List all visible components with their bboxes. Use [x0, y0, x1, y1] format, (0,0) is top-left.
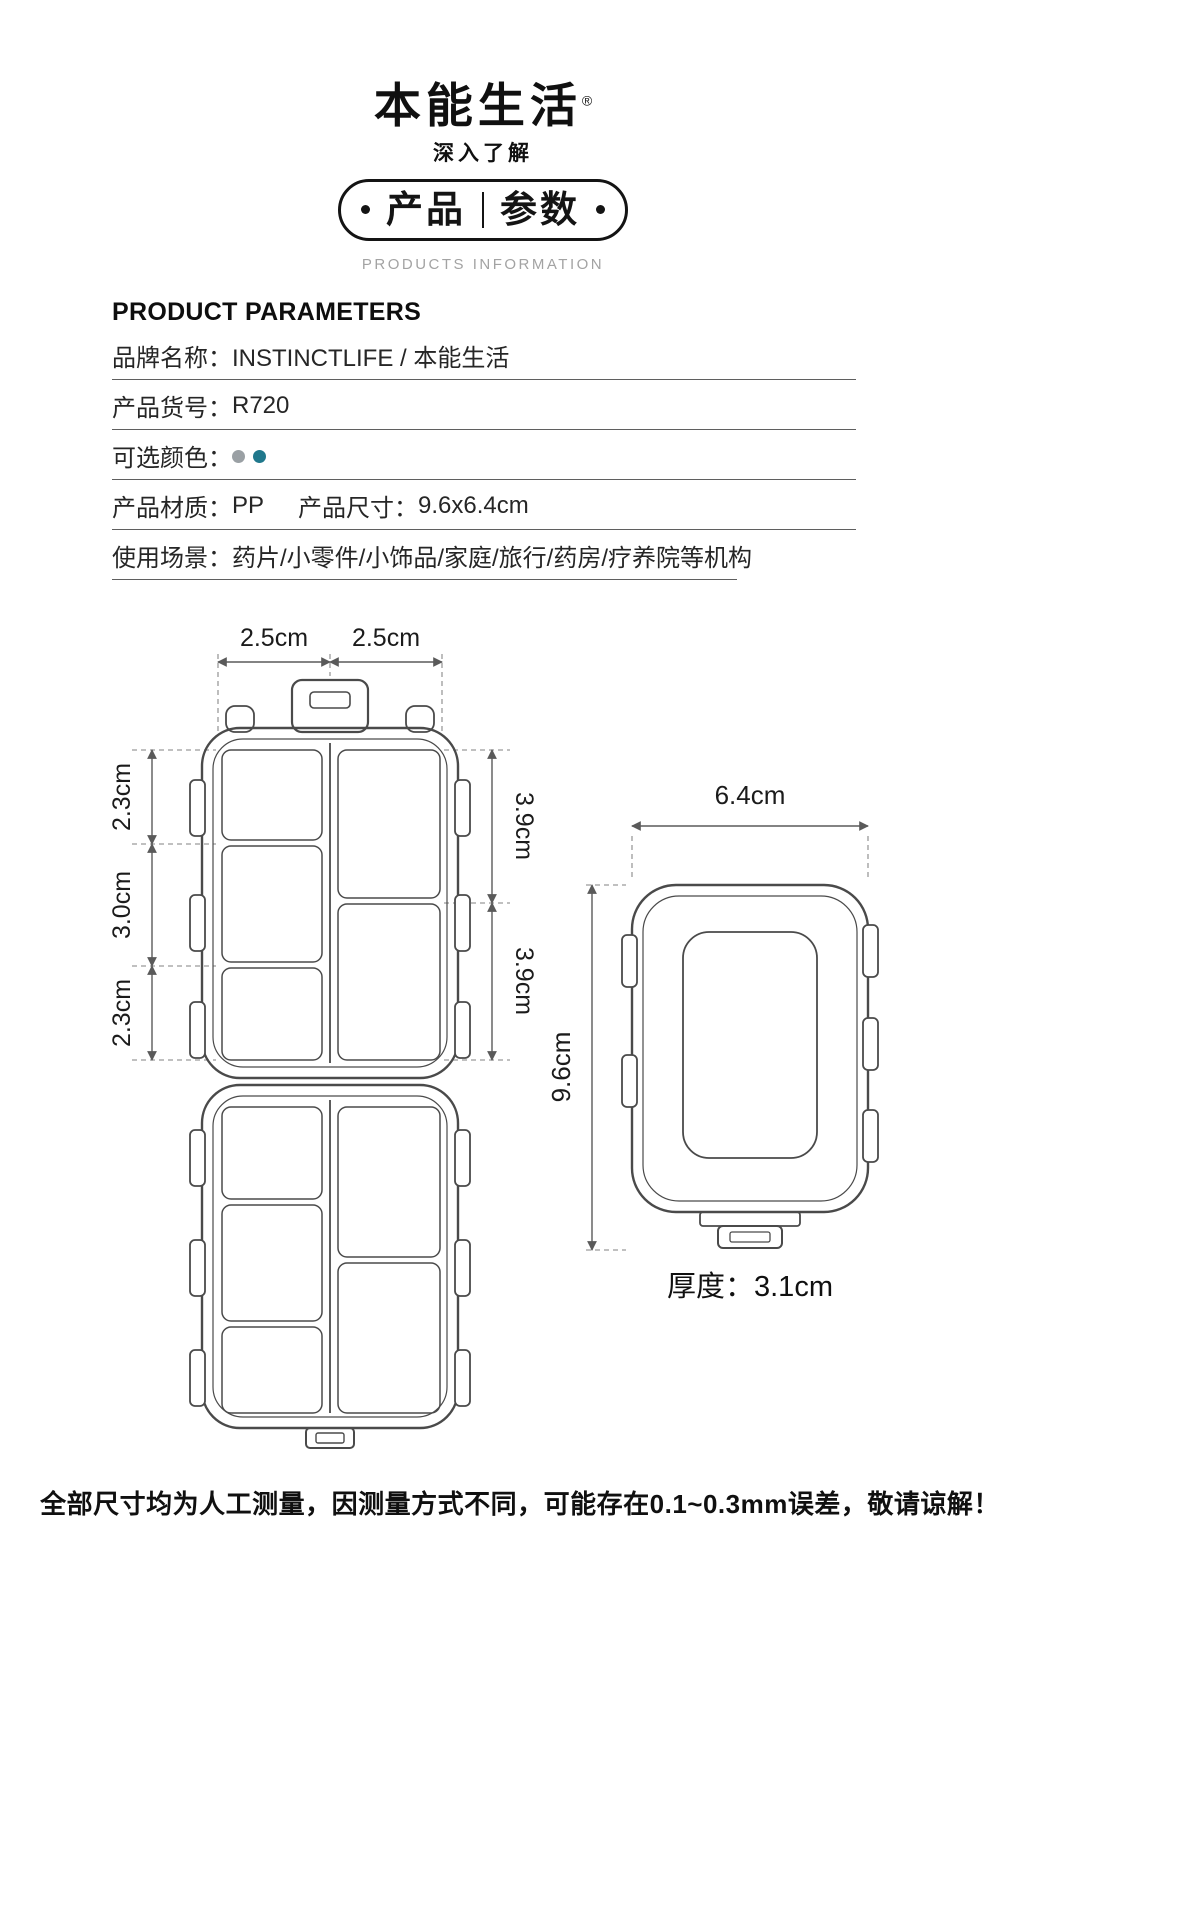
usage-value: 药片/小零件/小饰品/家庭/旅行/药房/疗养院等机构	[232, 545, 753, 572]
top-dimension-lines	[587, 821, 869, 1251]
table-row-colors: 可选颜色：	[112, 430, 856, 480]
dim-left-3-label: 2.3cm	[108, 979, 136, 1047]
table-rule-short	[112, 579, 737, 580]
dim-left-1-label: 2.3cm	[108, 763, 136, 831]
dim-height-label: 9.6cm	[546, 1032, 576, 1103]
material-value: PP	[232, 491, 265, 519]
table-row-sku: 产品货号： R720	[112, 380, 856, 430]
brand-name-value: INSTINCTLIFE / 本能生活	[232, 345, 510, 372]
parameters-table: PRODUCT PARAMETERS 品牌名称： INSTINCTLIFE / …	[112, 298, 856, 580]
front-dimension-lines	[147, 657, 497, 1061]
products-information-label: PRODUCTS INFORMATION	[361, 256, 605, 274]
sku-value: R720	[232, 391, 290, 419]
badge-divider	[482, 191, 484, 228]
colors-label: 可选颜色：	[112, 445, 232, 472]
brand-logo: 本能生活®	[374, 80, 592, 132]
thickness-label: 厚度：3.1cm	[667, 1270, 833, 1303]
size-pair: 产品尺寸： 9.6x6.4cm	[298, 488, 529, 523]
front-latches-top-unit	[189, 779, 471, 1059]
dim-left-2-label: 3.0cm	[108, 871, 136, 939]
front-latches-bottom-unit	[189, 1129, 471, 1407]
pillbox-front-top-unit	[200, 678, 460, 1080]
badge-label-product: 产品	[386, 188, 466, 230]
size-value: 9.6x6.4cm	[418, 491, 529, 519]
top-dimension-labels: 6.4cm 9.6cm 厚度：3.1cm	[546, 780, 833, 1303]
table-row-usage: 使用场景： 药片/小零件/小饰品/家庭/旅行/药房/疗养院等机构	[112, 530, 856, 579]
table-row-brand: 品牌名称： INSTINCTLIFE / 本能生活	[112, 330, 856, 380]
size-label: 产品尺寸：	[298, 495, 419, 522]
top-view-latches	[621, 924, 879, 1163]
table-row-material-size: 产品材质： PP 产品尺寸： 9.6x6.4cm	[112, 480, 856, 530]
color-swatch-gray	[232, 450, 245, 463]
dim-width-label: 6.4cm	[715, 780, 786, 810]
badge-dot-right-icon	[596, 205, 605, 215]
dim-right-2-label: 3.9cm	[510, 947, 538, 1015]
parameters-title: PRODUCT PARAMETERS	[112, 298, 422, 326]
badge-label-parameters: 参数	[500, 188, 580, 230]
sku-label: 产品货号：	[112, 395, 232, 422]
dim-top-right-label: 2.5cm	[352, 624, 420, 652]
top-view-drawing: 6.4cm 9.6cm 厚度：3.1cm	[546, 780, 879, 1303]
badge-dot-left-icon	[361, 205, 370, 215]
brand-logo-text: 本能生活	[373, 79, 582, 132]
brand-header: 本能生活® 深入了解 产品 参数 PRODUCTS INFORMATION	[338, 80, 628, 273]
measurement-disclaimer: 全部尺寸均为人工测量，因测量方式不同，可能存在0.1~0.3mm误差，敬请谅解！	[40, 1489, 1000, 1519]
material-label: 产品材质：	[112, 495, 232, 522]
front-dimension-labels: 2.5cm 2.5cm 2.3cm 3.0cm 2.3cm 3.9cm 3.9c…	[108, 624, 538, 1047]
registered-mark-icon: ®	[581, 92, 593, 109]
pillbox-top-outline	[630, 883, 870, 1249]
color-swatches	[232, 448, 266, 463]
front-view-drawing: 2.5cm 2.5cm 2.3cm 3.0cm 2.3cm 3.9cm 3.9c…	[108, 624, 538, 1449]
dim-right-1-label: 3.9cm	[510, 792, 538, 860]
brand-tagline: 深入了解	[433, 141, 533, 165]
front-extension-lines	[132, 654, 510, 1061]
pillbox-front-bottom-unit	[200, 1083, 460, 1449]
top-extension-lines	[586, 836, 869, 1251]
usage-label: 使用场景：	[112, 545, 232, 572]
brand-name-label: 品牌名称：	[112, 345, 232, 372]
section-title-badge: 产品 参数	[338, 178, 628, 242]
dim-top-left-label: 2.5cm	[240, 624, 308, 652]
color-swatch-teal	[253, 450, 266, 463]
